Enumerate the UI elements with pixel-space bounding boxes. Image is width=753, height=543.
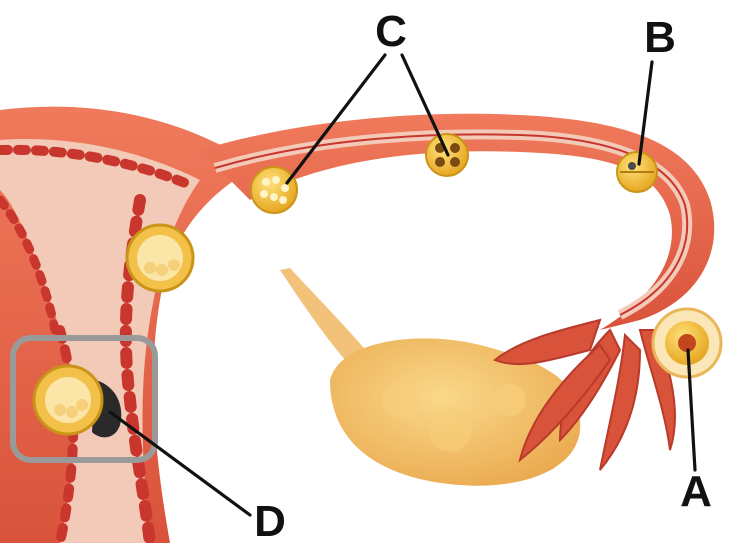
label-d: D	[254, 497, 286, 543]
oocyte-with-corona-icon	[653, 309, 721, 377]
uterus	[0, 107, 250, 543]
blastocyst-icon	[127, 225, 193, 291]
label-b: B	[644, 13, 676, 62]
two-cell-zygote-icon	[617, 152, 657, 192]
morula-icon	[251, 167, 297, 213]
label-c: C	[375, 7, 407, 56]
ovarian-ligament	[280, 268, 370, 360]
label-a: A	[680, 467, 712, 516]
